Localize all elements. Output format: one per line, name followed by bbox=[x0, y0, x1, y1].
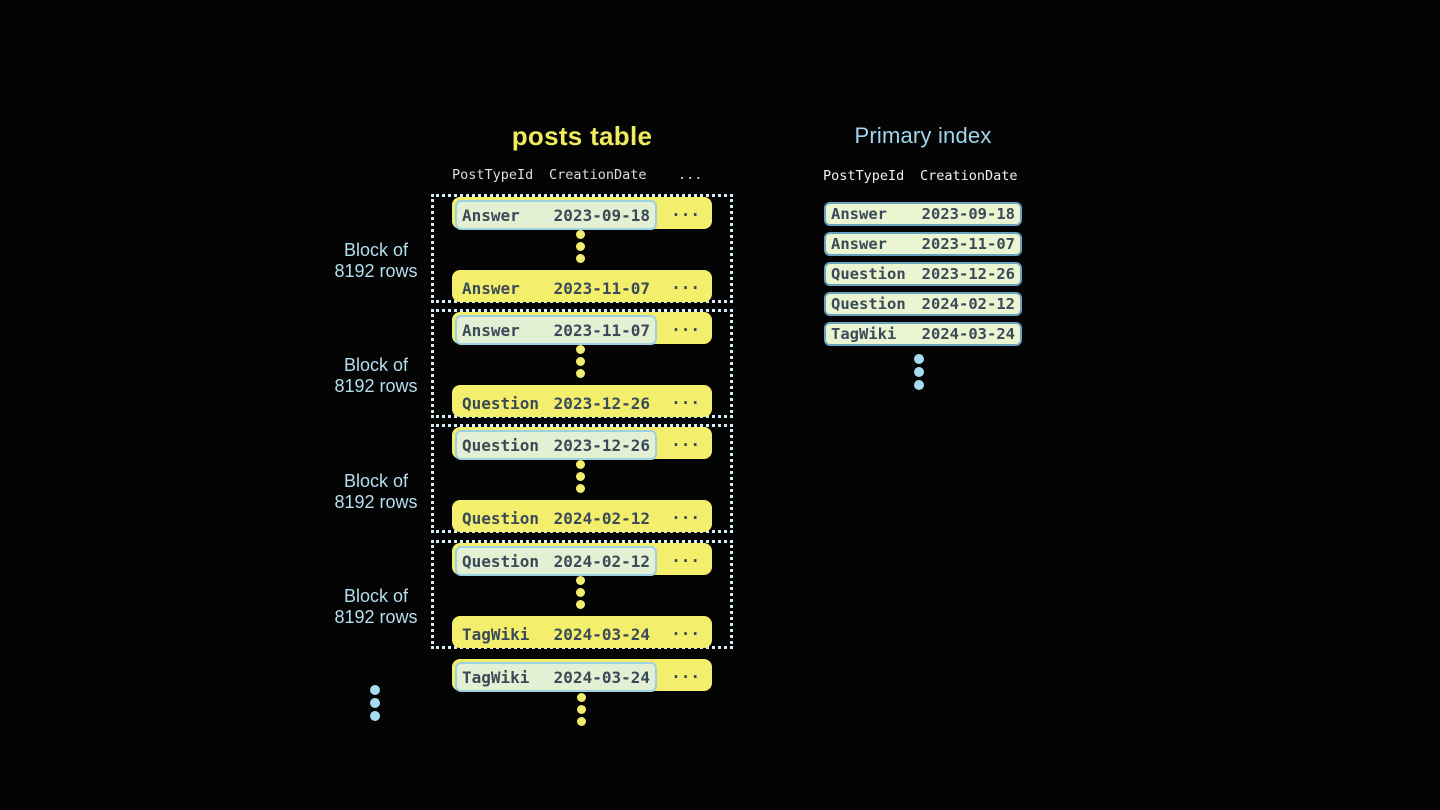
cell-creation-date: 2024-03-24 bbox=[553, 624, 650, 644]
row-ellipsis: ... bbox=[671, 504, 700, 523]
index-row: Answer 2023-09-18 bbox=[824, 202, 1022, 226]
index-row: TagWiki 2024-03-24 bbox=[824, 322, 1022, 346]
cell-creation-date: 2023-09-18 bbox=[921, 205, 1015, 223]
row-ellipsis: ... bbox=[671, 389, 700, 408]
indexed-row-highlight: Answer 2023-09-18 bbox=[455, 200, 657, 230]
table-row: Answer 2023-11-07 ... bbox=[452, 312, 712, 345]
row-ellipsis: ... bbox=[671, 201, 700, 220]
cell-post-type: Answer bbox=[831, 235, 887, 253]
indexed-row-highlight: Question 2023-12-26 bbox=[455, 430, 657, 460]
table-row-trailing: TagWiki 2024-03-24 ... bbox=[452, 659, 712, 692]
posts-table-title: posts table bbox=[511, 121, 653, 151]
table-row: TagWiki 2024-03-24 ... bbox=[452, 616, 712, 648]
ellipsis-dots-icon bbox=[576, 460, 585, 493]
cell-post-type: Question bbox=[462, 508, 540, 528]
index-row: Answer 2023-11-07 bbox=[824, 232, 1022, 256]
cell-post-type: Question bbox=[462, 551, 540, 571]
primary-index-panel: Primary index PostTypeId CreationDate An… bbox=[800, 108, 1046, 404]
cell-creation-date: 2023-11-07 bbox=[921, 235, 1015, 253]
cell-creation-date: 2023-12-26 bbox=[553, 435, 650, 455]
block-size-label-4: Block of 8192 rows bbox=[334, 586, 418, 627]
ellipsis-dots-icon bbox=[577, 693, 586, 726]
cell-creation-date: 2023-09-18 bbox=[553, 205, 650, 225]
indexed-row-highlight: Answer 2023-11-07 bbox=[455, 315, 657, 345]
row-content: Answer 2023-11-07 bbox=[455, 273, 657, 303]
cell-creation-date: 2024-02-12 bbox=[553, 551, 650, 571]
row-ellipsis: ... bbox=[671, 316, 700, 335]
block-size-label-3: Block of 8192 rows bbox=[334, 471, 418, 512]
cell-post-type: Answer bbox=[831, 205, 887, 223]
table-row: Question 2023-12-26 ... bbox=[452, 385, 712, 417]
cell-creation-date: 2023-11-07 bbox=[553, 320, 650, 340]
cell-creation-date: 2023-11-07 bbox=[553, 278, 650, 298]
row-ellipsis: ... bbox=[671, 663, 700, 682]
cell-post-type: TagWiki bbox=[462, 667, 530, 687]
cell-creation-date: 2023-12-26 bbox=[553, 393, 650, 413]
table-block-3: Question 2023-12-26 ... Question 2024-02… bbox=[431, 424, 733, 533]
row-content: TagWiki 2024-03-24 bbox=[455, 619, 657, 649]
cell-post-type: Question bbox=[462, 435, 540, 455]
index-row: Question 2023-12-26 bbox=[824, 262, 1022, 286]
ellipsis-dots-icon bbox=[576, 345, 585, 378]
cell-creation-date: 2023-12-26 bbox=[921, 265, 1015, 283]
cell-post-type: TagWiki bbox=[462, 624, 530, 644]
cell-post-type: Answer bbox=[462, 320, 520, 340]
cell-post-type: Question bbox=[831, 265, 906, 283]
cell-creation-date: 2024-02-12 bbox=[921, 295, 1015, 313]
block-size-label-2: Block of 8192 rows bbox=[334, 355, 418, 396]
cell-creation-date: 2024-02-12 bbox=[553, 508, 650, 528]
column-header-posttypeid: PostTypeId bbox=[452, 167, 534, 183]
table-block-2: Answer 2023-11-07 ... Question 2023-12-2… bbox=[431, 309, 733, 418]
cell-post-type: Answer bbox=[462, 205, 520, 225]
more-index-rows-dots-icon bbox=[914, 354, 924, 390]
more-blocks-dots-icon bbox=[370, 685, 380, 721]
indexed-row-highlight: Question 2024-02-12 bbox=[455, 546, 657, 576]
column-header-posttypeid: PostTypeId bbox=[823, 168, 905, 184]
column-header-creationdate: CreationDate bbox=[549, 167, 647, 183]
cell-post-type: Answer bbox=[462, 278, 520, 298]
cell-post-type: Question bbox=[831, 295, 906, 313]
table-row: Question 2023-12-26 ... bbox=[452, 427, 712, 460]
primary-index-title: Primary index bbox=[854, 123, 992, 148]
ellipsis-dots-icon bbox=[576, 230, 585, 263]
row-content: Question 2023-12-26 bbox=[455, 388, 657, 418]
table-row: Answer 2023-11-07 ... bbox=[452, 270, 712, 302]
indexed-row-highlight: TagWiki 2024-03-24 bbox=[455, 662, 657, 692]
ellipsis-dots-icon bbox=[576, 576, 585, 609]
row-ellipsis: ... bbox=[671, 431, 700, 450]
block-size-label-1: Block of 8192 rows bbox=[334, 240, 418, 281]
row-content: Question 2024-02-12 bbox=[455, 503, 657, 533]
table-row: Answer 2023-09-18 ... bbox=[452, 197, 712, 230]
table-row: Question 2024-02-12 ... bbox=[452, 543, 712, 576]
cell-creation-date: 2024-03-24 bbox=[921, 325, 1015, 343]
cell-creation-date: 2024-03-24 bbox=[553, 667, 650, 687]
row-ellipsis: ... bbox=[671, 547, 700, 566]
row-ellipsis: ... bbox=[671, 274, 700, 293]
column-header-more: ... bbox=[678, 167, 703, 183]
table-row: Question 2024-02-12 ... bbox=[452, 500, 712, 532]
cell-post-type: TagWiki bbox=[831, 325, 897, 343]
index-row: Question 2024-02-12 bbox=[824, 292, 1022, 316]
table-block-1: Answer 2023-09-18 ... Answer 2023-11-07 … bbox=[431, 194, 733, 303]
cell-post-type: Question bbox=[462, 393, 540, 413]
table-block-4: Question 2024-02-12 ... TagWiki 2024-03-… bbox=[431, 540, 733, 649]
row-ellipsis: ... bbox=[671, 620, 700, 639]
column-header-creationdate: CreationDate bbox=[920, 168, 1018, 184]
